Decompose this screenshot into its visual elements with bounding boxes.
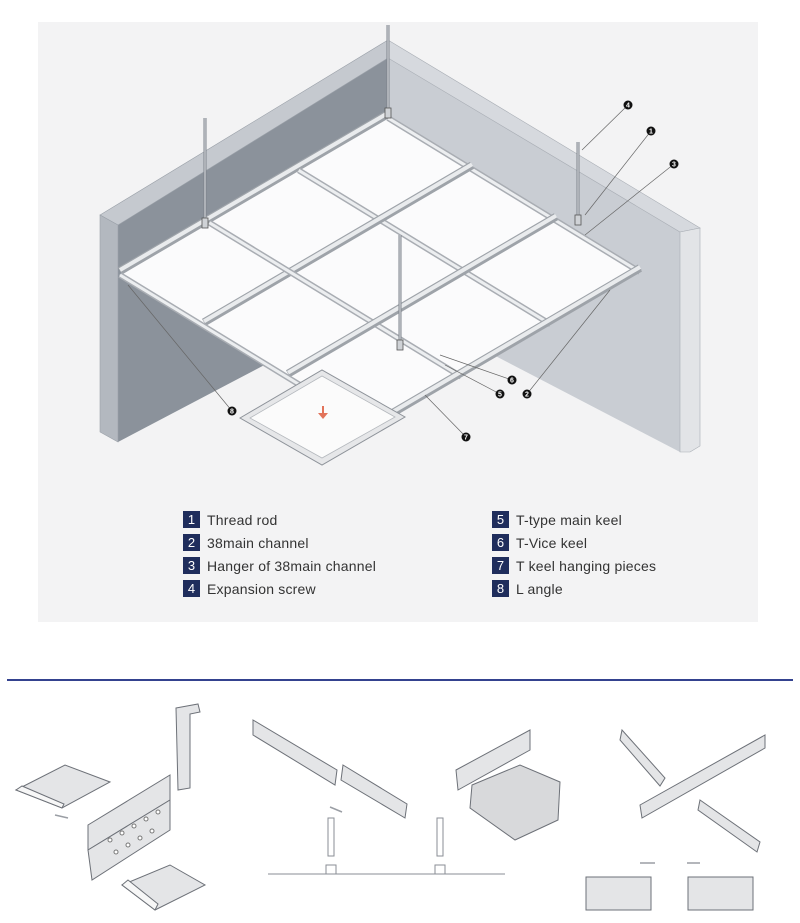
main-keel-perforated [87,774,171,881]
callout-5: 5 [495,389,505,399]
legend-item: 1 Thread rod [183,508,376,531]
callout-leader-line [424,394,467,438]
left-wall-end [99,214,119,443]
callout-marker [522,389,532,399]
callout-3: 3 [669,159,679,169]
main-tee-splice-right [340,764,408,819]
cross-tee-end-connection [585,876,754,911]
t-vice-keel-highlight [297,169,552,326]
legend-item: 3 Hanger of 38main channel [183,554,376,577]
ceiling-grid [117,110,643,432]
t-type-main-keel-highlight [118,111,390,272]
callout-leader-line [127,284,233,412]
hanger-clip [175,703,201,791]
legend-item: 5 T-type main keel [492,508,656,531]
legend-item: 7 T keel hanging pieces [492,554,656,577]
hanger-38-main-channel [384,107,392,119]
callout-leader-line [439,354,513,381]
section-view [268,817,505,875]
legend-item: 4 Expansion screw [183,577,376,600]
callout-number: 7 [464,435,468,442]
legend-item: 6 T-Vice keel [492,531,656,554]
callout-marker [461,432,471,442]
hanger-38-main-channel [574,214,582,226]
legend-label: Hanger of 38main channel [207,557,377,574]
t-vice-keel-highlight [208,221,463,378]
ceiling-installation-diagram: 1 2 3 4 5 6 7 8 [99,25,701,466]
callout-7: 7 [461,432,471,442]
t-type-main-keel-highlight [370,265,642,426]
callout-leader-line [584,130,652,216]
legend-badge: 3 [183,557,200,574]
callout-1: 1 [646,126,656,136]
callout-number: 1 [649,129,653,136]
legend-label: 38main channel [207,534,309,551]
ceiling-panel-dropped [239,369,407,466]
right-wall-end [679,227,701,453]
callout-marker [495,389,505,399]
callout-marker [669,159,679,169]
installation-detail-illustrations [14,703,766,911]
legend-item: 2 38main channel [183,531,376,554]
legend-label: T-Vice keel [516,534,588,551]
callout-number: 3 [672,162,676,169]
callout-marker [227,406,237,416]
legend-badge: 5 [492,511,509,528]
cross-tee-junction [619,728,766,853]
legend-label: T keel hanging pieces [516,557,657,574]
t-type-main-keel-highlight [202,162,474,324]
callout-leader-line [584,163,675,236]
direction-arrows [54,806,700,864]
legend-label: L angle [516,580,563,597]
keel-hanger-assembly [455,729,561,841]
legend-badge: 1 [183,511,200,528]
callout-leader-line [526,289,611,395]
callout-marker [507,375,517,385]
legend-badge: 4 [183,580,200,597]
callout-2: 2 [522,389,532,399]
l-angle-corner-top [14,764,112,809]
legend-badge: 6 [492,534,509,551]
callout-leader-line [581,104,629,151]
callout-number: 8 [230,409,234,416]
callout-6: 6 [507,375,517,385]
l-angle-corner-bottom [121,864,207,911]
hanger-38-main-channel [396,339,404,351]
legend-left: 1 Thread rod 2 38main channel 3 Hanger of 3… [183,508,376,600]
legend-right: 5 T-type main keel 6 T-Vice keel 7 T keel h… [492,508,656,600]
legend-label: T-type main keel [516,511,622,528]
section-divider [7,679,793,681]
callout-4: 4 [623,100,633,110]
callout-number: 2 [525,392,529,399]
legend-badge: 8 [492,580,509,597]
thread-rods [201,25,582,351]
callout-number: 6 [510,378,514,385]
callout-8: 8 [227,406,237,416]
legend-label: Thread rod [207,511,278,528]
legend-badge: 7 [492,557,509,574]
t-vice-keel-highlight [387,116,641,274]
callout-leader-line [444,364,501,395]
legend-label: Expansion screw [207,580,316,597]
callout-number: 5 [498,392,502,399]
callout-number: 4 [626,103,630,110]
hanger-38-main-channel [201,217,209,229]
legend-item: 8 L angle [492,577,656,600]
t-type-main-keel-highlight [286,213,558,375]
callout-marker [623,100,633,110]
callout-marker [646,126,656,136]
down-arrow-icon [318,406,328,419]
main-tee-splice-left [252,719,338,786]
legend-badge: 2 [183,534,200,551]
